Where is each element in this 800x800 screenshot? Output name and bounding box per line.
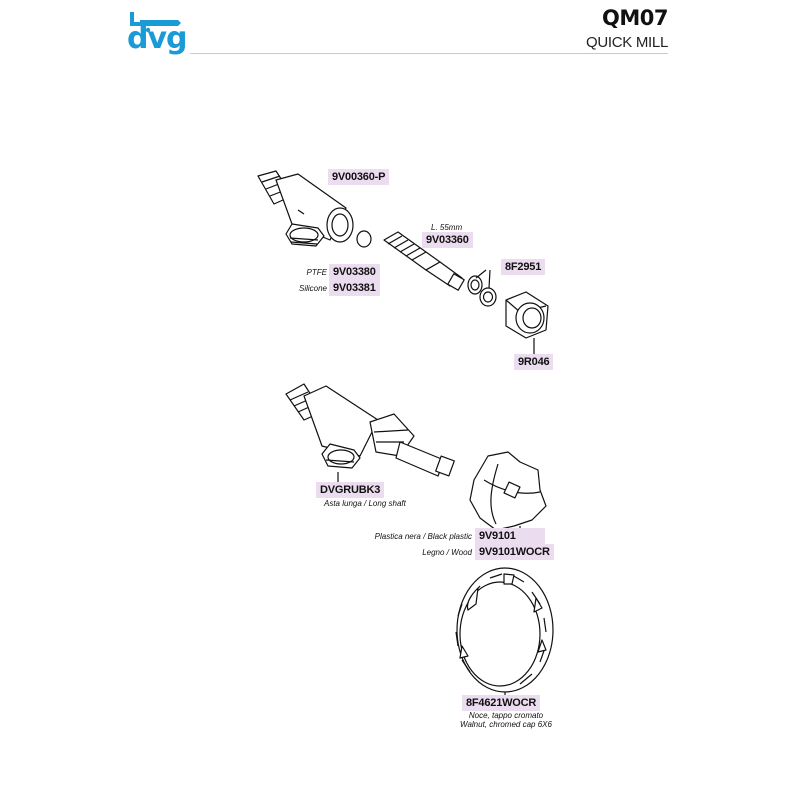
logo-text: dvg	[127, 21, 188, 56]
length-note: L. 55mm	[431, 223, 463, 232]
nut-drawing	[505, 291, 549, 354]
model-title: QM07	[602, 6, 668, 30]
walnut-note-2: Walnut, chromed cap 6X6	[460, 720, 552, 729]
dvg-logo-icon	[130, 12, 181, 33]
label-body-tee: 9V00360-P	[328, 169, 390, 185]
label-silicone-code: 9V03381	[329, 280, 380, 296]
label-gasket: 8F2951	[501, 259, 546, 275]
brand-title: QUICK MILL	[585, 34, 668, 51]
label-black-plastic-code: 9V9101	[475, 528, 545, 544]
star-knob-drawing	[469, 451, 547, 532]
assembly-note: Asta lunga / Long shaft	[324, 499, 406, 508]
label-wood-code: 9V9101WOCR	[475, 544, 554, 560]
silicone-label: Silicone	[298, 284, 327, 293]
header-rule	[190, 53, 668, 54]
label-assembly: DVGRUBK3	[316, 482, 385, 498]
label-shaft: 9V03360	[422, 232, 473, 248]
assembly-drawing	[285, 383, 455, 482]
black-plastic-label: Plastica nera / Black plastic	[374, 532, 472, 541]
ptfe-label: PTFE	[306, 268, 327, 277]
label-walnut-code: 8F4621WOCR	[462, 695, 541, 711]
seal-drawing	[356, 230, 372, 248]
walnut-note-1: Noce, tappo cromato	[468, 711, 544, 720]
label-ptfe-code: 9V03380	[329, 264, 380, 280]
tee-body-drawing	[257, 170, 354, 247]
walnut-knob-drawing	[455, 567, 554, 696]
wood-label: Legno / Wood	[422, 548, 472, 557]
shaft-drawing	[383, 231, 465, 291]
label-nut: 9R046	[514, 354, 554, 370]
